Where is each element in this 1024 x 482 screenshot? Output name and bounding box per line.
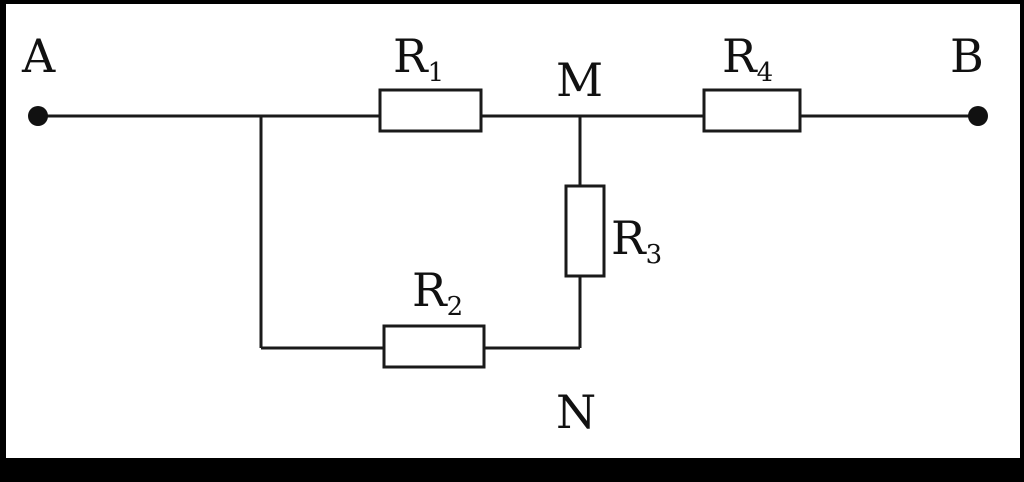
node-label-a: A: [21, 29, 56, 83]
resistor-label-r3-index: 3: [646, 240, 663, 270]
node-label-n: N: [556, 385, 596, 439]
diagram-canvas: [6, 4, 1020, 458]
resistor-label-r2-index: 2: [447, 292, 464, 322]
resistor-label-r1-symbol: R: [393, 29, 429, 83]
terminal-b: [968, 106, 988, 126]
resistor-label-r4-symbol: R: [722, 29, 758, 83]
resistor-label-r2: R2: [412, 263, 463, 322]
resistor-r4: [702, 88, 802, 133]
resistor-label-r1-index: 1: [428, 58, 445, 88]
resistor-r3: [564, 184, 606, 278]
resistor-r1: [378, 88, 483, 133]
resistor-label-r1: R1: [393, 29, 444, 88]
resistor-label-r4: R4: [722, 29, 773, 88]
terminal-a: [28, 106, 48, 126]
resistor-r2: [382, 324, 486, 369]
resistor-label-r3-symbol: R: [611, 211, 647, 265]
node-label-b: B: [950, 29, 984, 83]
resistor-label-r3: R3: [611, 211, 662, 270]
node-label-m: M: [556, 53, 603, 107]
resistor-label-r4-index: 4: [757, 58, 774, 88]
resistor-label-r2-symbol: R: [412, 263, 448, 317]
